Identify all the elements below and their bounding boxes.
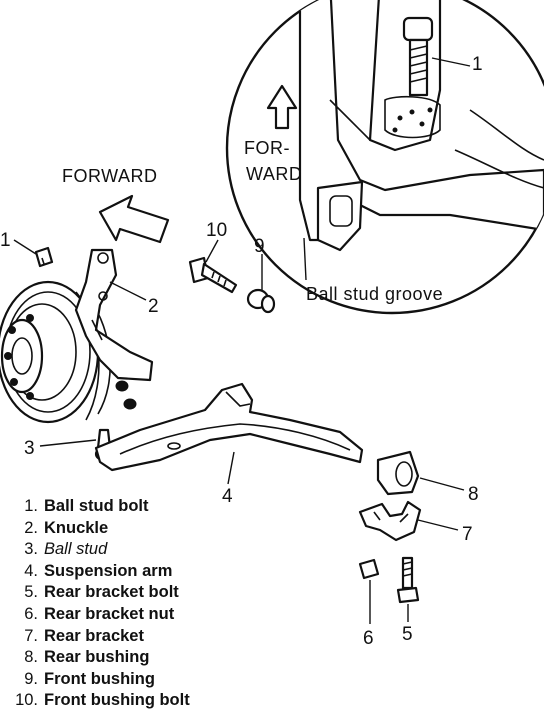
- legend-text: Rear bracket nut: [44, 604, 175, 623]
- legend-text: Rear bushing: [44, 648, 150, 667]
- inset-ball-stud-bolt: [402, 16, 434, 97]
- legend-item: 3. Ball stud: [6, 539, 190, 561]
- inset-forward-arrow: [266, 84, 298, 130]
- legend-text: Knuckle: [44, 518, 109, 537]
- knuckle: [74, 248, 154, 382]
- legend-item: 6. Rear bracket nut: [6, 604, 190, 626]
- legend-item: 10. Front bushing bolt: [6, 690, 190, 712]
- legend-text: Ball stud: [44, 540, 108, 559]
- legend-item: 4. Suspension arm: [6, 561, 190, 583]
- legend-text: Front bushing: [44, 669, 155, 688]
- callout-9: 9: [254, 236, 265, 257]
- inset-forward-line1: FOR-: [244, 138, 290, 158]
- legend-text: Suspension arm: [44, 561, 173, 580]
- callout-1: 1: [0, 230, 11, 251]
- legend-number: 1.: [24, 497, 38, 515]
- front-bushing: [246, 288, 276, 314]
- legend-item: 7. Rear bracket: [6, 626, 190, 648]
- inset-bolt-leader: [431, 57, 471, 67]
- suspension-arm: [94, 382, 364, 472]
- legend-item: 1. Ball stud bolt: [6, 496, 190, 518]
- callout-3: 3: [24, 438, 35, 459]
- callout-10: 10: [206, 220, 227, 241]
- legend-item: 8. Rear bushing: [6, 647, 190, 669]
- legend-number: 9.: [24, 669, 38, 688]
- inset-forward-line2: WARD: [246, 164, 302, 184]
- knuckle-nuts: [115, 380, 137, 410]
- legend-text: Rear bracket: [44, 626, 144, 645]
- legend-item: 2. Knuckle: [6, 518, 190, 540]
- callout-8: 8: [468, 484, 479, 505]
- forward-arrow: [98, 194, 170, 244]
- legend-number: 2.: [24, 518, 38, 537]
- legend-number: 8.: [24, 648, 38, 667]
- rear-bushing: [376, 450, 420, 496]
- callout-2: 2: [148, 296, 159, 317]
- front-bushing-bolt: [188, 256, 238, 294]
- callout-7: 7: [462, 524, 473, 545]
- parts-legend: 1. Ball stud bolt 2. Knuckle 3. Ball stud 4. Su…: [6, 496, 190, 712]
- legend-number: 4.: [24, 561, 38, 580]
- ball-stud-bolt: [34, 246, 54, 268]
- callout-6: 6: [363, 628, 374, 649]
- rear-bracket-nut: [358, 558, 380, 580]
- legend-item: 5. Rear bracket bolt: [6, 582, 190, 604]
- legend-item: 9. Front bushing: [6, 669, 190, 691]
- legend-number: 7.: [24, 626, 38, 645]
- legend-number: 10.: [15, 691, 38, 710]
- legend-text: Rear bracket bolt: [44, 583, 179, 602]
- rear-bracket-bolt: [396, 556, 420, 604]
- callout-1-inset: 1: [472, 54, 483, 75]
- forward-label: FORWARD: [62, 166, 158, 186]
- callout-4: 4: [222, 486, 233, 507]
- legend-text: Front bushing bolt: [44, 691, 190, 710]
- hub-rotor: [0, 280, 111, 424]
- legend-number: 5.: [24, 583, 38, 602]
- rear-bracket: [358, 500, 422, 542]
- detail-inset: FOR- WARD 1 Ball stud groove: [225, 0, 544, 315]
- legend-text: Ball stud bolt: [44, 497, 149, 515]
- legend-number: 6.: [24, 604, 38, 623]
- legend-number: 3.: [24, 540, 38, 559]
- ball-stud-groove-label: Ball stud groove: [306, 284, 443, 304]
- callout-5: 5: [402, 624, 413, 645]
- groove-leader: [303, 237, 307, 281]
